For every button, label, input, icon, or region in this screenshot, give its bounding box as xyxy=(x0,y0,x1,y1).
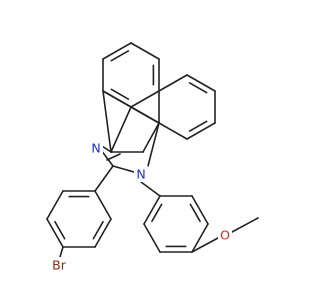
ring-right-double-bond xyxy=(188,82,208,94)
imidazole-bond xyxy=(112,165,135,173)
ring-bromophenyl-bond xyxy=(46,190,64,220)
ring-methoxyphenyl-double-bond xyxy=(189,203,201,223)
bond-layer xyxy=(46,42,259,258)
bromine-label-bg xyxy=(48,257,70,273)
c-br-bond xyxy=(59,246,64,258)
imidazole-bond xyxy=(147,122,160,167)
oxygen-label: O xyxy=(220,228,230,243)
ring-methoxyphenyl-bond xyxy=(191,195,209,225)
ring-right-bond xyxy=(186,122,216,140)
imidazole-double-bond xyxy=(106,153,121,161)
ring-methoxyphenyl-bond xyxy=(143,195,161,225)
ring-bromophenyl-double-bond xyxy=(92,220,104,240)
ring-methoxyphenyl-double-bond xyxy=(151,203,163,223)
n-imine-label-bg xyxy=(89,140,103,156)
nitrogen-imine-label: N xyxy=(91,141,100,156)
ring-bromophenyl-bond xyxy=(94,190,112,220)
ring-top-bond xyxy=(130,42,160,60)
ring-middle-left-bond xyxy=(102,90,132,108)
atom-label-layer: N N Br O xyxy=(48,140,232,273)
ring-right-double-bond xyxy=(188,120,208,132)
molecule-structure-diagram: N N Br O xyxy=(46,42,259,273)
c-o-bond xyxy=(191,237,219,253)
ring-right-bond xyxy=(158,74,188,92)
ring-top-bond xyxy=(130,90,160,108)
ring-middle-left-bond xyxy=(102,90,112,153)
aryl-link-bond xyxy=(94,165,114,192)
aryl-link-bond xyxy=(140,181,161,197)
imidazole-bond xyxy=(110,106,132,153)
ring-fusion-bond xyxy=(130,106,160,124)
ring-middle-left-bond xyxy=(142,122,160,153)
oxygen-label-bg xyxy=(218,227,232,243)
ring-methoxyphenyl-bond xyxy=(143,223,161,253)
nitrogen-amine-label: N xyxy=(136,167,145,182)
ring-top-bond xyxy=(102,42,132,60)
ring-methoxyphenyl-bond xyxy=(191,223,209,253)
bromine-label: Br xyxy=(52,258,67,273)
ring-bromophenyl-double-bond xyxy=(54,220,66,240)
ring-right-bond xyxy=(158,122,188,140)
ring-top-double-bond xyxy=(110,50,130,62)
ring-top-double-bond xyxy=(110,88,130,100)
ring-right-bond xyxy=(186,74,216,92)
n-amine-label-bg xyxy=(134,166,148,182)
ring-bromophenyl-bond xyxy=(46,218,64,248)
ring-bromophenyl-bond xyxy=(94,218,112,248)
o-methyl-bond xyxy=(231,217,259,233)
